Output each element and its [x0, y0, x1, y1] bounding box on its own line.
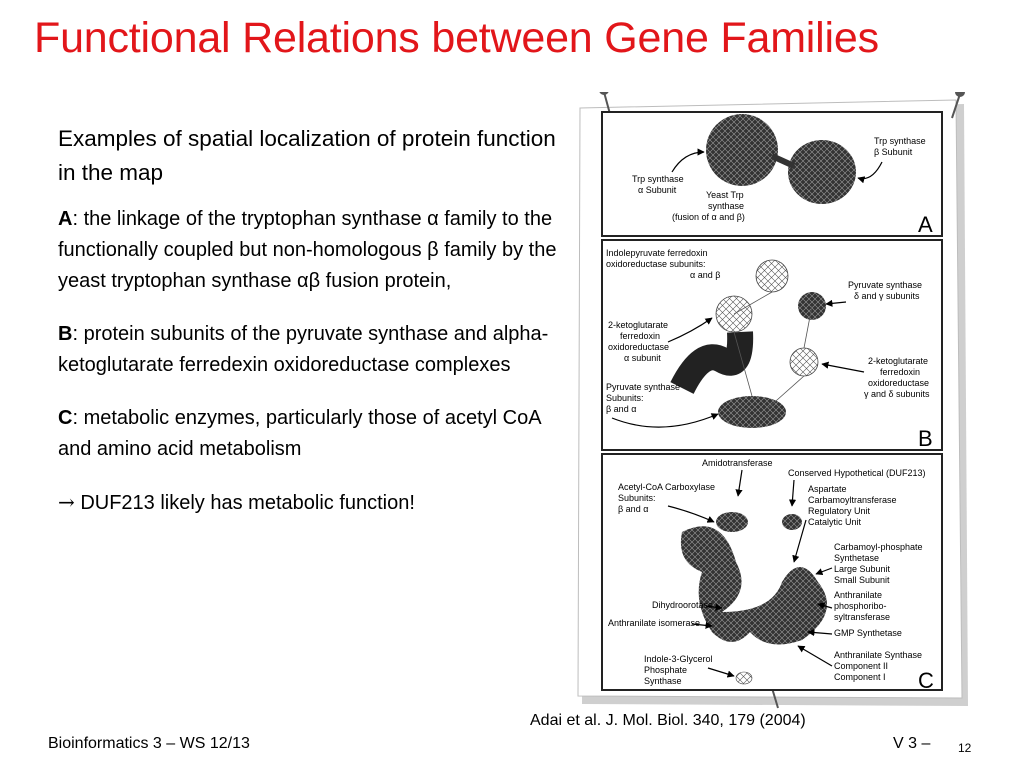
block-a: A: the linkage of the tryptophan synthas… [58, 204, 578, 297]
panel-a-label: Yeast Trp [706, 190, 744, 200]
duf213-cluster [782, 514, 802, 530]
panel-a-label: β Subunit [874, 147, 913, 157]
figure-caption: Adai et al. J. Mol. Biol. 340, 179 (2004… [530, 712, 806, 729]
panel-c-label: Anthranilate Synthase [834, 650, 922, 660]
panel-c-label: Catalytic Unit [808, 517, 862, 527]
panel-c-border [601, 453, 943, 691]
page-number: 12 [958, 741, 972, 755]
panel-b-label: ferredoxin [880, 367, 920, 377]
panel-a-label: Trp synthase [632, 174, 684, 184]
block-c-label: C [58, 407, 73, 429]
intro-text: Examples of spatial localization of prot… [58, 126, 556, 185]
panel-c-label: Aspartate [808, 484, 847, 494]
panel-c-label: Subunits: [618, 493, 656, 503]
panel-b-label: β and α [606, 404, 636, 414]
acetyl-cluster [716, 512, 748, 532]
panel-c-label: syltransferase [834, 612, 890, 622]
panel-b-label: oxidoreductase [868, 378, 929, 388]
panel-a-label: synthase [708, 201, 744, 211]
panel-c-label: Synthetase [834, 553, 879, 563]
block-b-text: : protein subunits of the pyruvate synth… [58, 323, 549, 376]
footer-course: Bioinformatics 3 – WS 12/13 [48, 735, 250, 752]
panel-c-label: Component II [834, 661, 888, 671]
panel-c-label: Carbamoyltransferase [808, 495, 897, 505]
indolepyruvate-cluster [755, 259, 789, 293]
panel-c-label: Small Subunit [834, 575, 890, 585]
pinned-figure: Trp synthase β Subunit Trp synthase α Su… [572, 85, 972, 712]
panel-c-label: Indole-3-Glycerol [644, 654, 713, 664]
panel-a-letter: A [918, 212, 933, 237]
panel-b: Indolepyruvate ferredoxin oxidoreductase… [601, 239, 943, 451]
panel-c-label: phosphoribo- [834, 601, 887, 611]
block-c: C: metabolic enzymes, particularly those… [58, 403, 578, 465]
pyruvate-ba-cluster [718, 396, 786, 428]
panel-b-label: δ and γ subunits [854, 291, 920, 301]
panel-b-label: Indolepyruvate ferredoxin [606, 248, 708, 258]
keto-gd-cluster [789, 347, 819, 377]
panel-c: Amidotransferase Conserved Hypothetical … [601, 453, 943, 693]
igps-cluster [735, 671, 753, 685]
panel-c-label: Regulatory Unit [808, 506, 871, 516]
panel-b-label: Pyruvate synthase [848, 280, 922, 290]
panel-c-label: Component I [834, 672, 886, 682]
panel-c-label: β and α [618, 504, 648, 514]
panel-a-label: Trp synthase [874, 136, 926, 146]
panel-c-label: Synthase [644, 676, 682, 686]
panel-c-label: Dihydroorotase [652, 600, 713, 610]
panel-c-label: Carbamoyl-phosphate [834, 542, 923, 552]
panel-b-label: α and β [690, 270, 720, 280]
panel-b-label: oxidoreductase subunits: [606, 259, 706, 269]
panel-b-label: Subunits: [606, 393, 644, 403]
panel-c-label: Anthranilate isomerase [608, 618, 700, 628]
panel-b-label: γ and δ subunits [864, 389, 930, 399]
block-b: B: protein subunits of the pyruvate synt… [58, 319, 578, 381]
panel-b-label: Pyruvate synthase [606, 382, 680, 392]
block-b-label: B [58, 323, 73, 345]
panel-b-label: oxidoreductase [608, 342, 669, 352]
panel-c-label: Amidotransferase [702, 458, 773, 468]
slide-title: Functional Relations between Gene Famili… [34, 14, 879, 62]
panel-b-label: 2-ketoglutarate [868, 356, 928, 366]
slide-body: Examples of spatial localization of prot… [58, 122, 578, 539]
panel-b-label: 2-ketoglutarate [608, 320, 668, 330]
panel-c-label: Conserved Hypothetical (DUF213) [788, 468, 926, 478]
panel-c-label: Large Subunit [834, 564, 891, 574]
beta-cluster [788, 140, 856, 204]
panel-b-label: ferredoxin [620, 331, 660, 341]
block-c-text: : metabolic enzymes, particularly those … [58, 407, 541, 460]
panel-b-label: α subunit [624, 353, 661, 363]
panel-c-label: Anthranilate [834, 590, 882, 600]
conclusion-text: DUF213 likely has metabolic function! [74, 492, 415, 514]
panel-c-label: Phosphate [644, 665, 687, 675]
footer-lecture: V 3 – [893, 735, 931, 752]
panel-c-label: Acetyl-CoA Carboxylase [618, 482, 715, 492]
panel-a: Trp synthase β Subunit Trp synthase α Su… [601, 111, 943, 237]
block-a-text: : the linkage of the tryptophan synthase… [58, 208, 557, 292]
panel-a-label: α Subunit [638, 185, 677, 195]
right-arrow-icon: → [58, 490, 75, 514]
panel-c-label: GMP Synthetase [834, 628, 902, 638]
conclusion: → DUF213 likely has metabolic function! [58, 487, 578, 519]
block-a-label: A [58, 208, 73, 230]
figure-svg: Trp synthase β Subunit Trp synthase α Su… [577, 85, 968, 709]
panel-c-letter: C [918, 668, 934, 693]
panel-a-label: (fusion of α and β) [672, 212, 745, 222]
alpha-cluster [706, 114, 778, 186]
panel-b-letter: B [918, 426, 933, 451]
metabolic-cluster [680, 526, 827, 645]
